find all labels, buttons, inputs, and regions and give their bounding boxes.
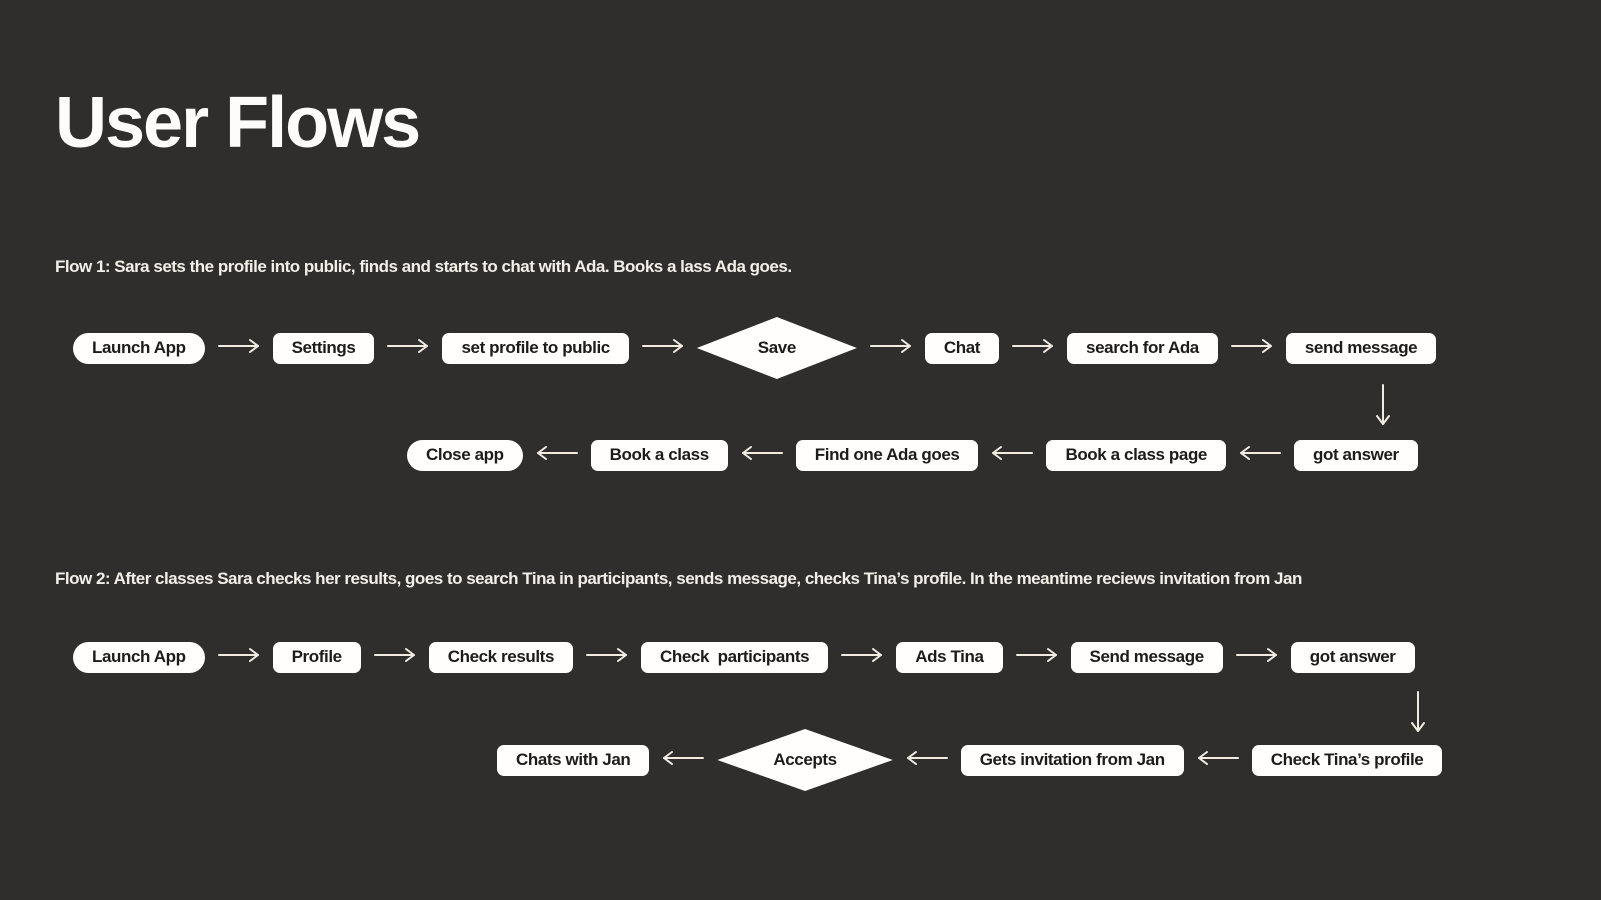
arrow-right-icon xyxy=(641,338,683,353)
node-launch-app: Launch App xyxy=(73,332,205,364)
arrow-right-icon xyxy=(386,337,430,360)
node-check-tina-s-profile: Check Tina’s profile xyxy=(1251,744,1443,776)
arrow-left-icon xyxy=(1238,444,1282,467)
arrow-right-icon xyxy=(869,337,913,360)
flow-2-label: Flow 2: After classes Sara checks her re… xyxy=(55,569,1302,588)
node-search-for-ada: search for Ada xyxy=(1067,332,1218,364)
arrow-left-icon xyxy=(906,750,948,765)
node-check-participants: Check participants xyxy=(641,641,829,673)
node-accepts: Accepts xyxy=(717,729,893,791)
arrow-left-icon xyxy=(741,445,783,460)
node-gets-invitation-from-jan: Gets invitation from Jan xyxy=(960,744,1184,776)
node-close-app: Close app xyxy=(407,439,523,471)
arrow-right-icon xyxy=(217,338,259,353)
node-find-one-ada-goes: Find one Ada goes xyxy=(795,439,979,471)
node-got-answer: got answer xyxy=(1290,641,1415,673)
arrow-left-icon xyxy=(1197,750,1239,765)
flow-1-label: Flow 1: Sara sets the profile into publi… xyxy=(55,257,792,276)
arrow-right-icon xyxy=(1235,646,1279,669)
arrow-left-icon xyxy=(535,444,579,467)
arrow-left-icon xyxy=(990,444,1034,467)
node-chats-with-jan: Chats with Jan xyxy=(497,744,650,776)
arrow-right-icon xyxy=(373,647,415,662)
arrow-right-icon xyxy=(585,646,629,669)
node-set-profile-to-public: set profile to public xyxy=(442,332,629,364)
node-profile: Profile xyxy=(272,641,361,673)
node-settings: Settings xyxy=(272,332,375,364)
arrow-right-icon xyxy=(1235,647,1277,662)
page-title: User Flows xyxy=(55,83,421,163)
arrow-right-icon xyxy=(1230,338,1272,353)
arrow-right-icon xyxy=(841,647,883,662)
arrow-left-icon xyxy=(740,444,784,467)
arrow-right-icon xyxy=(1012,338,1054,353)
arrow-down-icon xyxy=(1376,384,1390,425)
arrow-left-icon xyxy=(992,445,1034,460)
arrow-left-icon xyxy=(1239,445,1281,460)
arrow-right-icon xyxy=(217,337,261,360)
arrow-left-icon xyxy=(661,749,705,772)
flow-1-row-2: Close app Book a class Find one Ada goes Bo… xyxy=(407,424,1418,486)
arrow-right-icon xyxy=(387,338,429,353)
arrow-right-icon xyxy=(1015,646,1059,669)
arrow-left-icon xyxy=(663,750,705,765)
flow-1-row-1: Launch App Settings set profile to public S… xyxy=(73,317,1437,379)
flow-2-row-1: Launch App Profile Check results Check part… xyxy=(73,626,1415,688)
node-send-message: Send message xyxy=(1070,641,1223,673)
arrow-right-icon xyxy=(217,647,259,662)
node-book-a-class-page: Book a class page xyxy=(1046,439,1226,471)
node-send-message: send message xyxy=(1285,332,1437,364)
arrow-right-icon xyxy=(641,337,685,360)
node-got-answer: got answer xyxy=(1293,439,1418,471)
flow-2-row-2: Chats with Jan Accepts Gets invitation fro… xyxy=(497,729,1443,791)
arrow-right-icon xyxy=(1230,337,1274,360)
node-ads-tina: Ads Tina xyxy=(896,641,1003,673)
node-chat: Chat xyxy=(924,332,1000,364)
node-book-a-class: Book a class xyxy=(590,439,728,471)
arrow-right-icon xyxy=(1011,337,1055,360)
arrow-right-icon xyxy=(217,646,261,669)
node-save: Save xyxy=(696,317,857,379)
arrow-left-icon xyxy=(536,445,578,460)
arrow-right-icon xyxy=(840,646,884,669)
arrow-right-icon xyxy=(1015,647,1057,662)
arrow-left-icon xyxy=(1196,749,1240,772)
node-check-results: Check results xyxy=(428,641,573,673)
arrow-left-icon xyxy=(905,749,949,772)
arrow-right-icon xyxy=(869,338,911,353)
arrow-down-icon xyxy=(1411,691,1425,732)
flow-1-arrow-down-icon xyxy=(1374,383,1392,434)
node-launch-app: Launch App xyxy=(73,641,205,673)
flow-2-arrow-down-icon xyxy=(1409,690,1427,741)
arrow-right-icon xyxy=(373,646,417,669)
arrow-right-icon xyxy=(586,647,627,662)
